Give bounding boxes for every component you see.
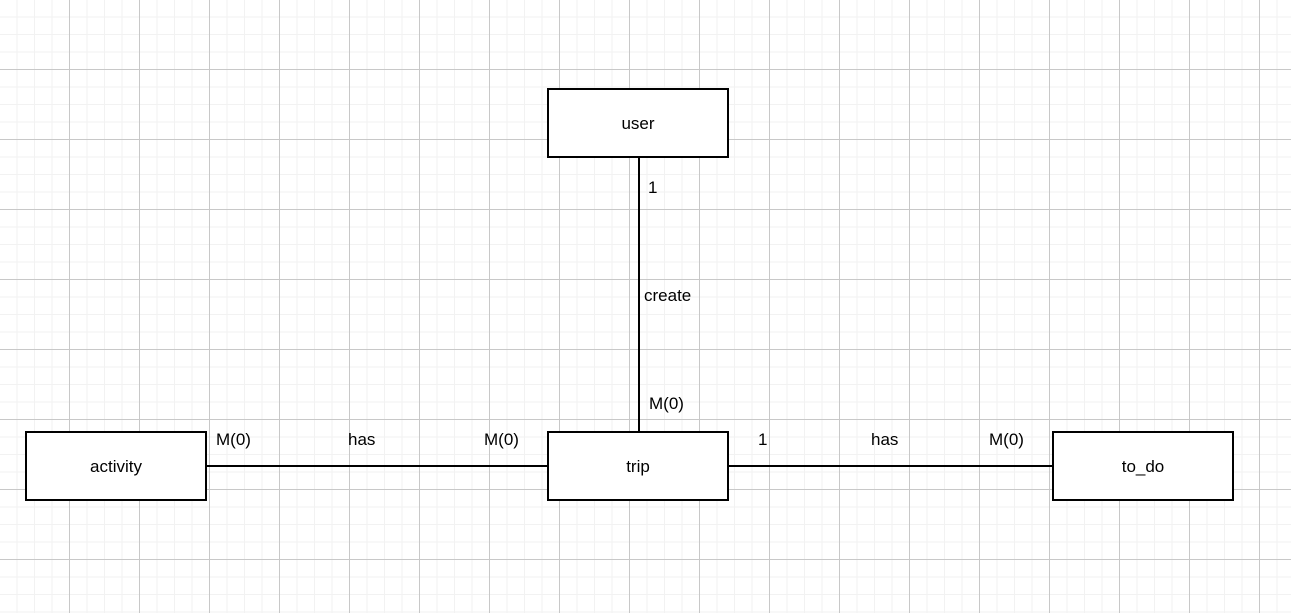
entity-activity[interactable]: activity <box>25 431 207 501</box>
entity-user-label: user <box>621 113 655 133</box>
cardinality-todo-has: M(0) <box>989 430 1024 449</box>
cardinality-trip-has-right: 1 <box>758 430 768 449</box>
cardinality-activity-has: M(0) <box>216 430 251 449</box>
cardinality-trip-create: M(0) <box>649 394 684 413</box>
relationship-label-has-left: has <box>348 430 376 449</box>
entity-activity-label: activity <box>90 456 142 476</box>
connector-user-trip[interactable] <box>638 158 640 431</box>
entity-user[interactable]: user <box>547 88 729 158</box>
cardinality-trip-has-left: M(0) <box>484 430 519 449</box>
connector-trip-todo[interactable] <box>729 465 1052 467</box>
entity-todo[interactable]: to_do <box>1052 431 1234 501</box>
cardinality-user-create: 1 <box>648 178 658 197</box>
entity-trip-label: trip <box>626 456 650 476</box>
entity-trip[interactable]: trip <box>547 431 729 501</box>
entity-todo-label: to_do <box>1121 456 1165 476</box>
connector-activity-trip[interactable] <box>207 465 547 467</box>
relationship-label-has-right: has <box>871 430 899 449</box>
relationship-label-create: create <box>644 286 692 305</box>
